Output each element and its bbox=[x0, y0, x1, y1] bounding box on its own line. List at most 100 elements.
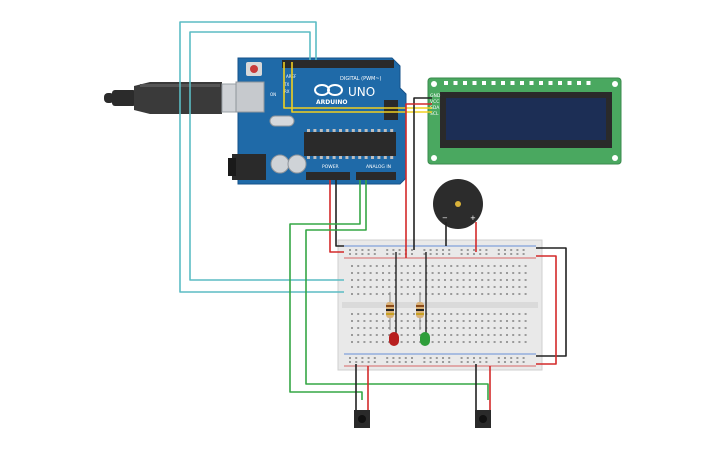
breadboard-hole[interactable] bbox=[493, 265, 496, 267]
breadboard-hole[interactable] bbox=[468, 293, 471, 295]
breadboard-hole[interactable] bbox=[382, 286, 384, 288]
breadboard-hole[interactable] bbox=[466, 253, 469, 255]
breadboard-hole[interactable] bbox=[367, 253, 370, 255]
breadboard-hole[interactable] bbox=[382, 334, 384, 336]
breadboard-hole[interactable] bbox=[504, 361, 506, 363]
breadboard-hole[interactable] bbox=[493, 313, 496, 315]
breadboard-hole[interactable] bbox=[456, 320, 459, 322]
breadboard-hole[interactable] bbox=[450, 293, 453, 295]
wire-red-lcd-vcc[interactable] bbox=[405, 103, 432, 258]
breadboard-hole[interactable] bbox=[435, 249, 438, 251]
breadboard-hole[interactable] bbox=[512, 341, 515, 343]
breadboard-hole[interactable] bbox=[431, 327, 434, 329]
breadboard-hole[interactable] bbox=[351, 293, 353, 295]
breadboard-hole[interactable] bbox=[524, 293, 527, 295]
breadboard-hole[interactable] bbox=[444, 293, 446, 295]
breadboard-hole[interactable] bbox=[487, 272, 490, 274]
breadboard-hole[interactable] bbox=[351, 265, 353, 267]
breadboard-hole[interactable] bbox=[419, 265, 422, 267]
breadboard-hole[interactable] bbox=[456, 313, 459, 315]
breadboard-hole[interactable] bbox=[462, 272, 465, 274]
breadboard-hole[interactable] bbox=[357, 272, 360, 274]
breadboard-hole[interactable] bbox=[456, 265, 459, 267]
breadboard-hole[interactable] bbox=[413, 265, 415, 267]
breadboard-hole[interactable] bbox=[516, 253, 519, 255]
breadboard-hole[interactable] bbox=[406, 293, 409, 295]
breadboard-hole[interactable] bbox=[512, 327, 515, 329]
breadboard-hole[interactable] bbox=[450, 265, 453, 267]
breadboard-hole[interactable] bbox=[522, 249, 525, 251]
breadboard-hole[interactable] bbox=[493, 327, 496, 329]
breadboard-hole[interactable] bbox=[462, 265, 465, 267]
breadboard-hole[interactable] bbox=[506, 286, 508, 288]
breadboard-hole[interactable] bbox=[398, 357, 401, 359]
breadboard-hole[interactable] bbox=[400, 327, 403, 329]
breadboard-hole[interactable] bbox=[406, 286, 409, 288]
breadboard-hole[interactable] bbox=[456, 327, 459, 329]
green-led[interactable] bbox=[420, 332, 430, 346]
breadboard-hole[interactable] bbox=[473, 361, 475, 363]
breadboard-hole[interactable] bbox=[369, 272, 372, 274]
breadboard-hole[interactable] bbox=[481, 313, 484, 315]
breadboard-hole[interactable] bbox=[437, 334, 440, 336]
breadboard-hole[interactable] bbox=[437, 279, 440, 281]
breadboard-hole[interactable] bbox=[363, 286, 366, 288]
resistor[interactable] bbox=[416, 292, 424, 330]
breadboard-hole[interactable] bbox=[493, 320, 496, 322]
breadboard-hole[interactable] bbox=[442, 253, 444, 255]
breadboard-hole[interactable] bbox=[487, 334, 490, 336]
breadboard-hole[interactable] bbox=[437, 286, 440, 288]
breadboard-hole[interactable] bbox=[357, 293, 360, 295]
breadboard-hole[interactable] bbox=[462, 334, 465, 336]
breadboard-hole[interactable] bbox=[462, 313, 465, 315]
breadboard-hole[interactable] bbox=[479, 357, 482, 359]
breadboard-hole[interactable] bbox=[431, 293, 434, 295]
breadboard-hole[interactable] bbox=[400, 279, 403, 281]
breadboard-hole[interactable] bbox=[431, 334, 434, 336]
breadboard-hole[interactable] bbox=[406, 320, 409, 322]
breadboard-hole[interactable] bbox=[435, 361, 438, 363]
power-header[interactable] bbox=[306, 172, 350, 180]
breadboard-hole[interactable] bbox=[386, 361, 389, 363]
breadboard-hole[interactable] bbox=[351, 327, 353, 329]
breadboard-hole[interactable] bbox=[431, 279, 434, 281]
breadboard-hole[interactable] bbox=[524, 272, 527, 274]
breadboard-hole[interactable] bbox=[487, 320, 490, 322]
breadboard-hole[interactable] bbox=[413, 293, 415, 295]
breadboard-hole[interactable] bbox=[468, 341, 471, 343]
wire-green-button-1[interactable] bbox=[289, 180, 363, 400]
breadboard-hole[interactable] bbox=[413, 327, 415, 329]
breadboard-hole[interactable] bbox=[357, 341, 360, 343]
breadboard-hole[interactable] bbox=[437, 313, 440, 315]
breadboard-hole[interactable] bbox=[512, 293, 515, 295]
breadboard-hole[interactable] bbox=[518, 327, 521, 329]
push-button-cap[interactable] bbox=[358, 415, 366, 423]
breadboard-hole[interactable] bbox=[369, 293, 372, 295]
breadboard-hole[interactable] bbox=[497, 253, 500, 255]
breadboard-hole[interactable] bbox=[419, 334, 422, 336]
breadboard-hole[interactable] bbox=[506, 327, 508, 329]
breadboard-hole[interactable] bbox=[481, 341, 484, 343]
breadboard-hole[interactable] bbox=[460, 357, 463, 359]
breadboard-hole[interactable] bbox=[448, 361, 451, 363]
breadboard-hole[interactable] bbox=[419, 286, 422, 288]
breadboard-hole[interactable] bbox=[400, 341, 403, 343]
wire-green-button-2[interactable] bbox=[305, 180, 489, 400]
breadboard-hole[interactable] bbox=[404, 357, 407, 359]
breadboard-hole[interactable] bbox=[450, 341, 453, 343]
breadboard-hole[interactable] bbox=[423, 357, 426, 359]
breadboard-hole[interactable] bbox=[450, 279, 453, 281]
breadboard-hole[interactable] bbox=[456, 286, 459, 288]
breadboard-hole[interactable] bbox=[373, 253, 376, 255]
breadboard-hole[interactable] bbox=[473, 253, 475, 255]
breadboard-hole[interactable] bbox=[499, 334, 502, 336]
breadboard-hole[interactable] bbox=[429, 357, 432, 359]
breadboard-hole[interactable] bbox=[466, 357, 469, 359]
breadboard-hole[interactable] bbox=[375, 341, 378, 343]
breadboard-hole[interactable] bbox=[512, 279, 515, 281]
breadboard-hole[interactable] bbox=[398, 253, 401, 255]
breadboard-hole[interactable] bbox=[413, 341, 415, 343]
breadboard-hole[interactable] bbox=[475, 272, 477, 274]
breadboard-hole[interactable] bbox=[468, 334, 471, 336]
breadboard-hole[interactable] bbox=[375, 327, 378, 329]
